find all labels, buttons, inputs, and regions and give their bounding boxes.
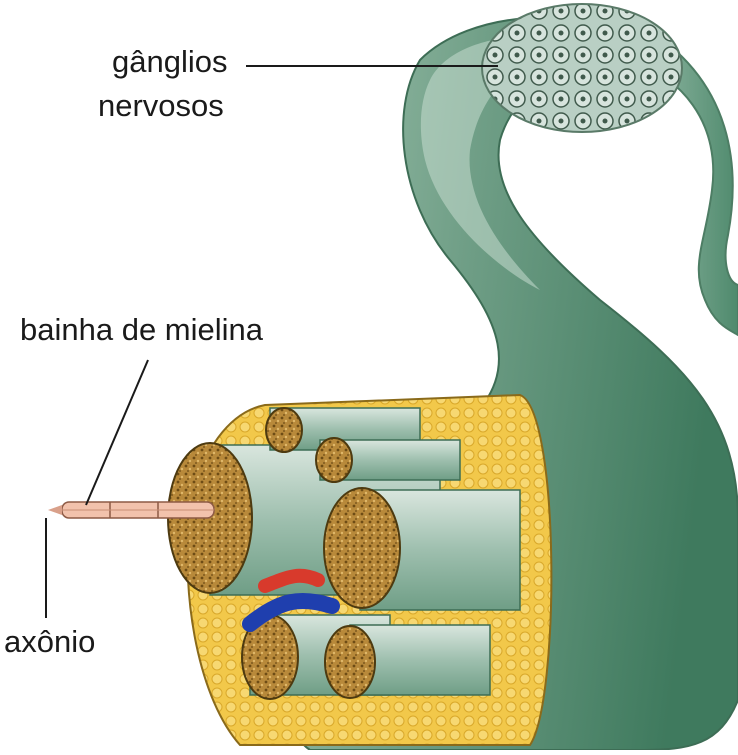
leader-bainha xyxy=(86,360,148,505)
fiber-bundle-end xyxy=(325,626,375,698)
label-nervosos: nervosos xyxy=(98,88,224,124)
label-axonio: axônio xyxy=(4,624,95,660)
label-ganglios: gânglios xyxy=(112,44,227,80)
label-bainha-de-mielina: bainha de mielina xyxy=(20,312,263,348)
fiber-bundle-end xyxy=(266,408,302,452)
ganglion-cluster xyxy=(482,4,682,132)
axon-myelin xyxy=(48,502,214,518)
fiber-bundle-end xyxy=(324,488,400,608)
fiber-bundle-end xyxy=(316,438,352,482)
